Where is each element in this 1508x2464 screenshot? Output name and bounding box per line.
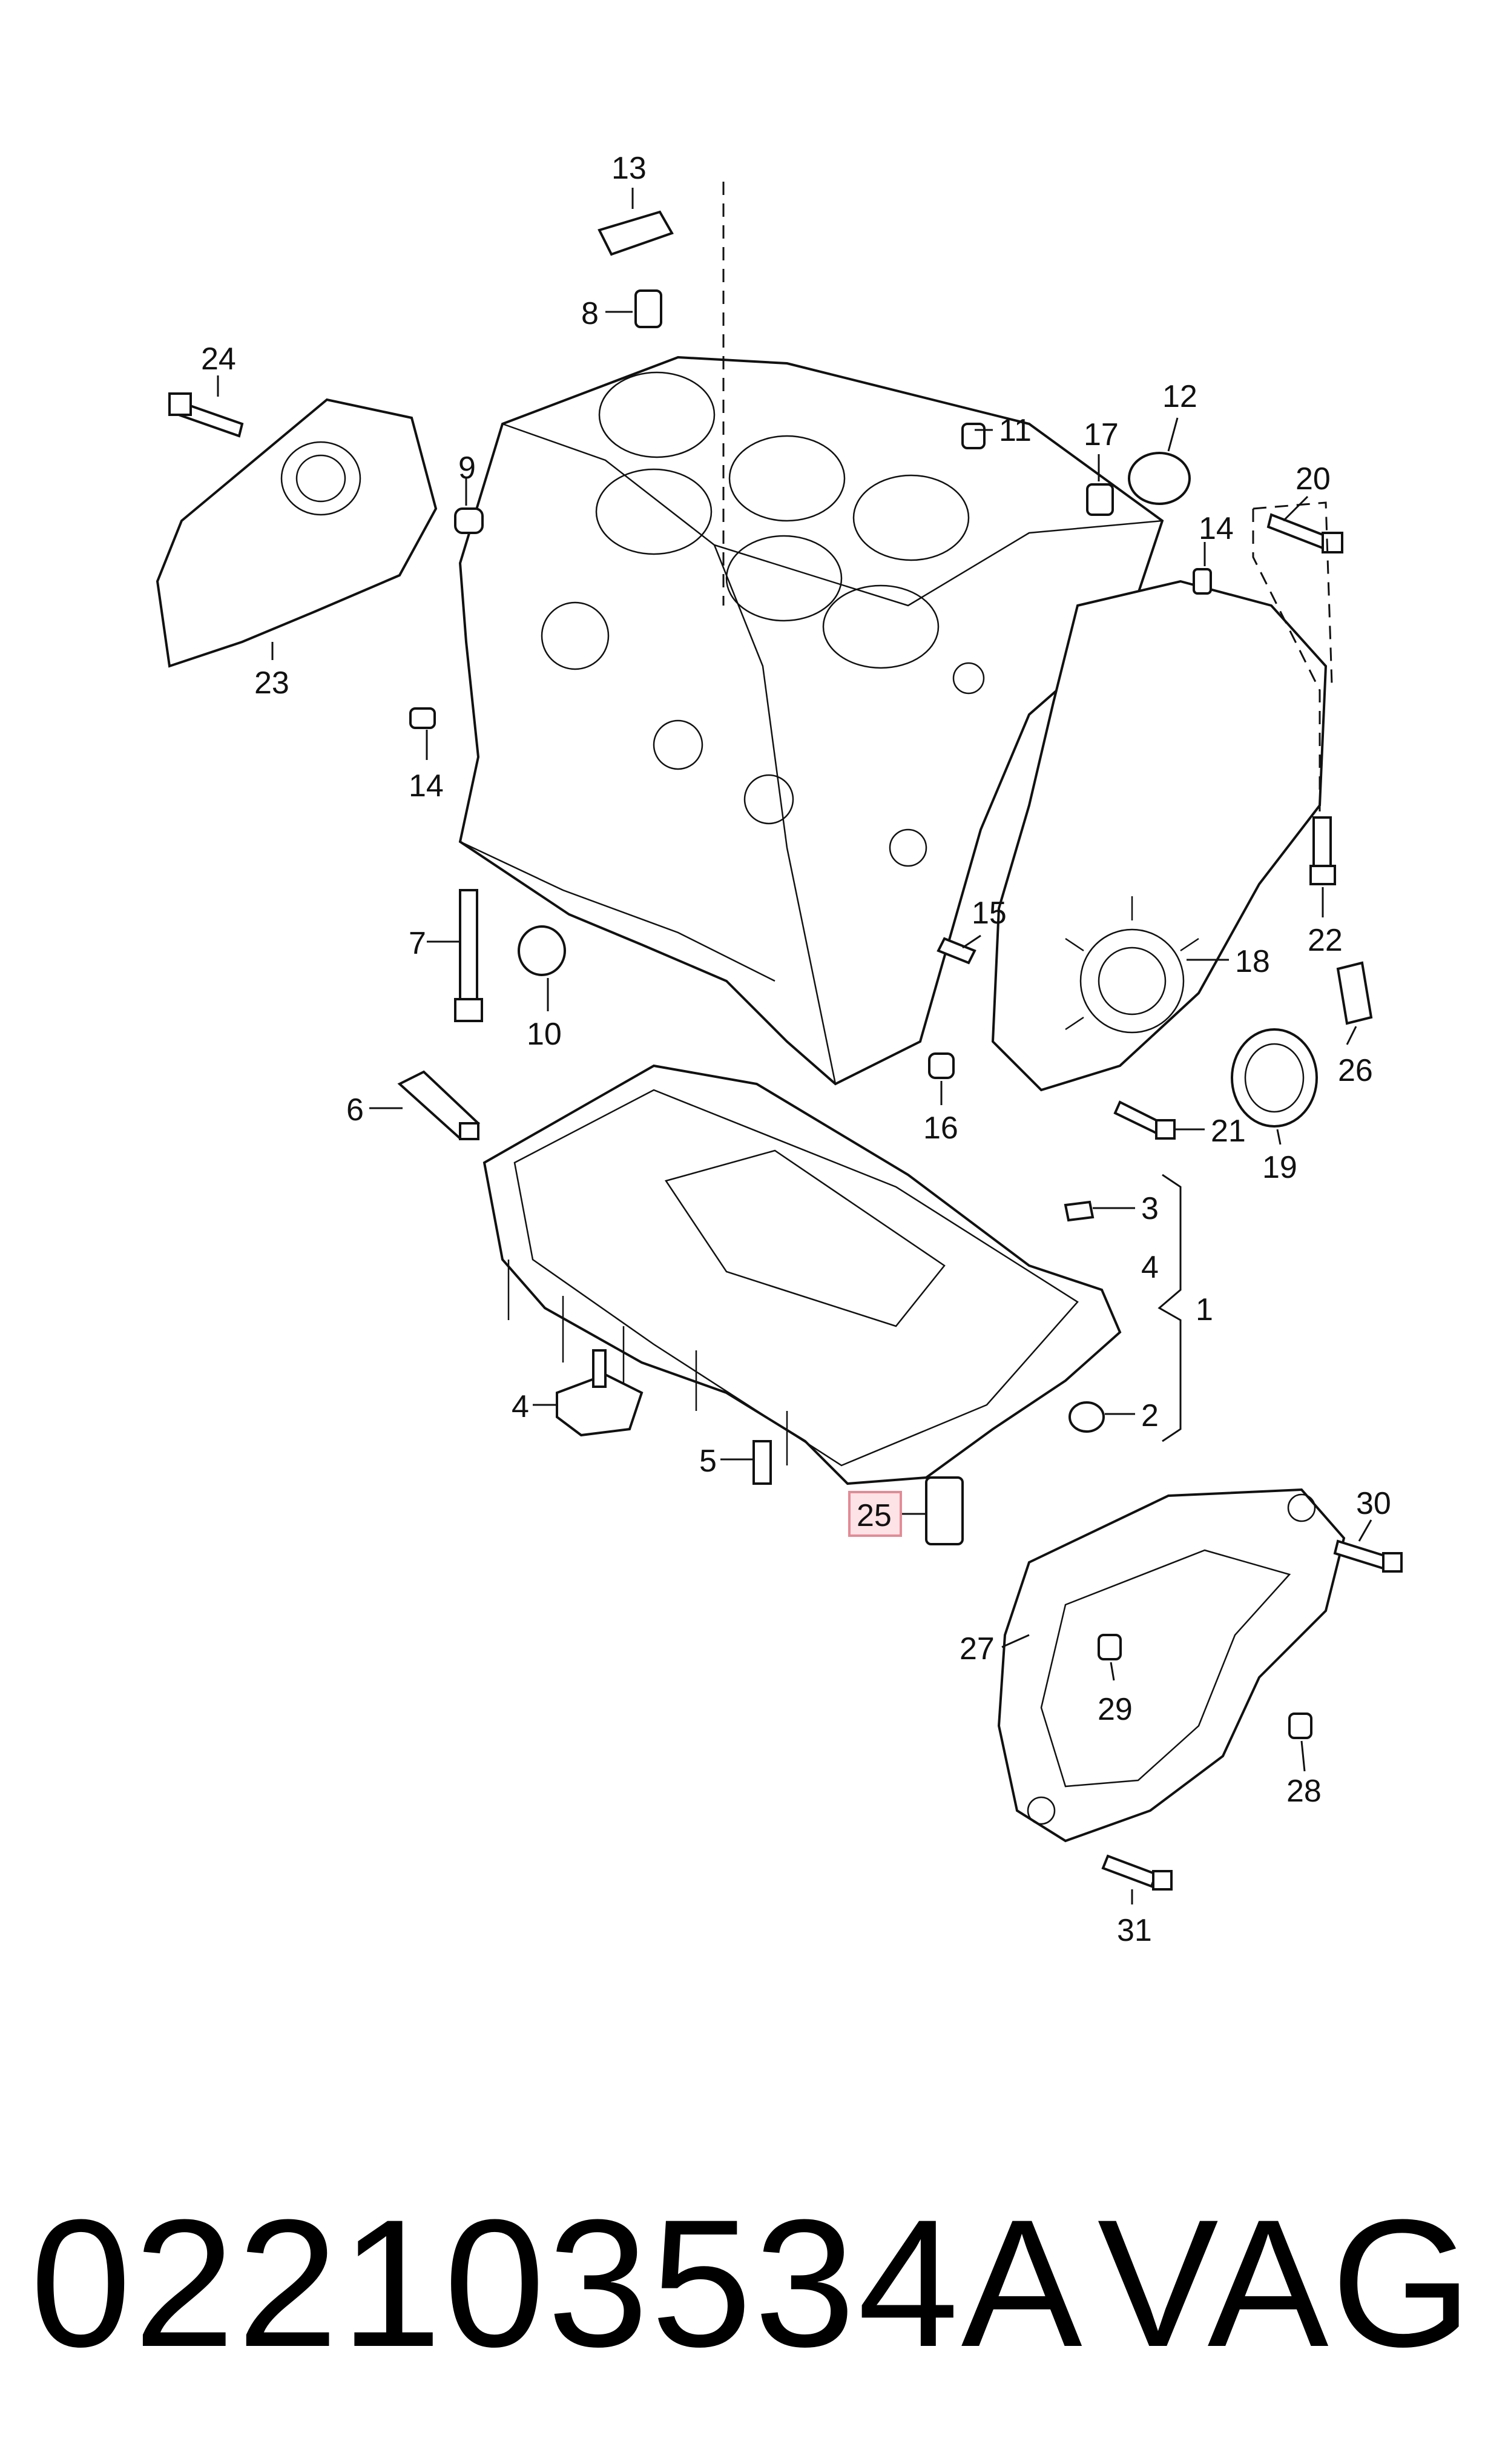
callout-19: 19	[1262, 1150, 1297, 1185]
callout-1: 1	[1196, 1292, 1213, 1327]
callout-11: 11	[999, 413, 1032, 448]
callout-22: 22	[1308, 923, 1343, 958]
reference-lines	[722, 182, 1333, 811]
callout-16: 16	[923, 1111, 958, 1146]
callout-29: 29	[1098, 1692, 1133, 1727]
callout-31: 31	[1117, 1913, 1152, 1948]
timing-cover	[991, 580, 1328, 1092]
rear-seal-flange-left	[156, 398, 438, 668]
callout-5: 5	[699, 1444, 717, 1479]
exploded-parts-diagram: 13 8 9 11 12 17 14 20 24 23 14 7 10 15 1…	[156, 151, 1403, 1948]
callout-30: 30	[1356, 1486, 1391, 1521]
callout-23: 23	[254, 666, 289, 701]
callout-8: 8	[581, 296, 599, 331]
callout-24: 24	[201, 342, 236, 377]
callout-9: 9	[458, 451, 476, 486]
callout-7: 7	[409, 926, 426, 961]
callout-13: 13	[611, 151, 647, 186]
part-number: 022103534A	[30, 2181, 1085, 2385]
rear-flange-right	[997, 1488, 1346, 1843]
small-parts	[168, 210, 1403, 1891]
callout-2: 2	[1141, 1398, 1159, 1433]
callout-25[interactable]: 25	[857, 1498, 892, 1533]
engine-block	[458, 355, 1164, 1086]
callout-18: 18	[1235, 944, 1270, 979]
callout-21: 21	[1211, 1114, 1246, 1149]
callout-14-right: 14	[1199, 511, 1234, 546]
callout-27: 27	[960, 1631, 995, 1666]
callout-25-highlight	[848, 1491, 902, 1537]
leader-lines	[217, 188, 1372, 1904]
callout-14-left: 14	[409, 768, 444, 804]
oil-pan	[482, 1064, 1122, 1485]
callout-17: 17	[1084, 417, 1119, 452]
callout-28: 28	[1286, 1774, 1322, 1809]
callout-6: 6	[346, 1092, 364, 1128]
callout-15: 15	[972, 896, 1007, 931]
footer: 022103534A VAG	[0, 2156, 1508, 2410]
callout-4-bracket: 4	[1141, 1250, 1159, 1285]
callout-26: 26	[1338, 1053, 1373, 1088]
callout-labels: 13 8 9 11 12 17 14 20 24 23 14 7 10 15 1…	[201, 151, 1391, 1948]
callout-10: 10	[527, 1017, 562, 1052]
callout-20: 20	[1296, 461, 1331, 497]
callout-4: 4	[512, 1389, 529, 1424]
brand-name: VAG	[1097, 2181, 1475, 2385]
callout-12: 12	[1162, 379, 1197, 414]
callout-3: 3	[1141, 1191, 1159, 1226]
bracket-1	[1157, 1174, 1182, 1442]
